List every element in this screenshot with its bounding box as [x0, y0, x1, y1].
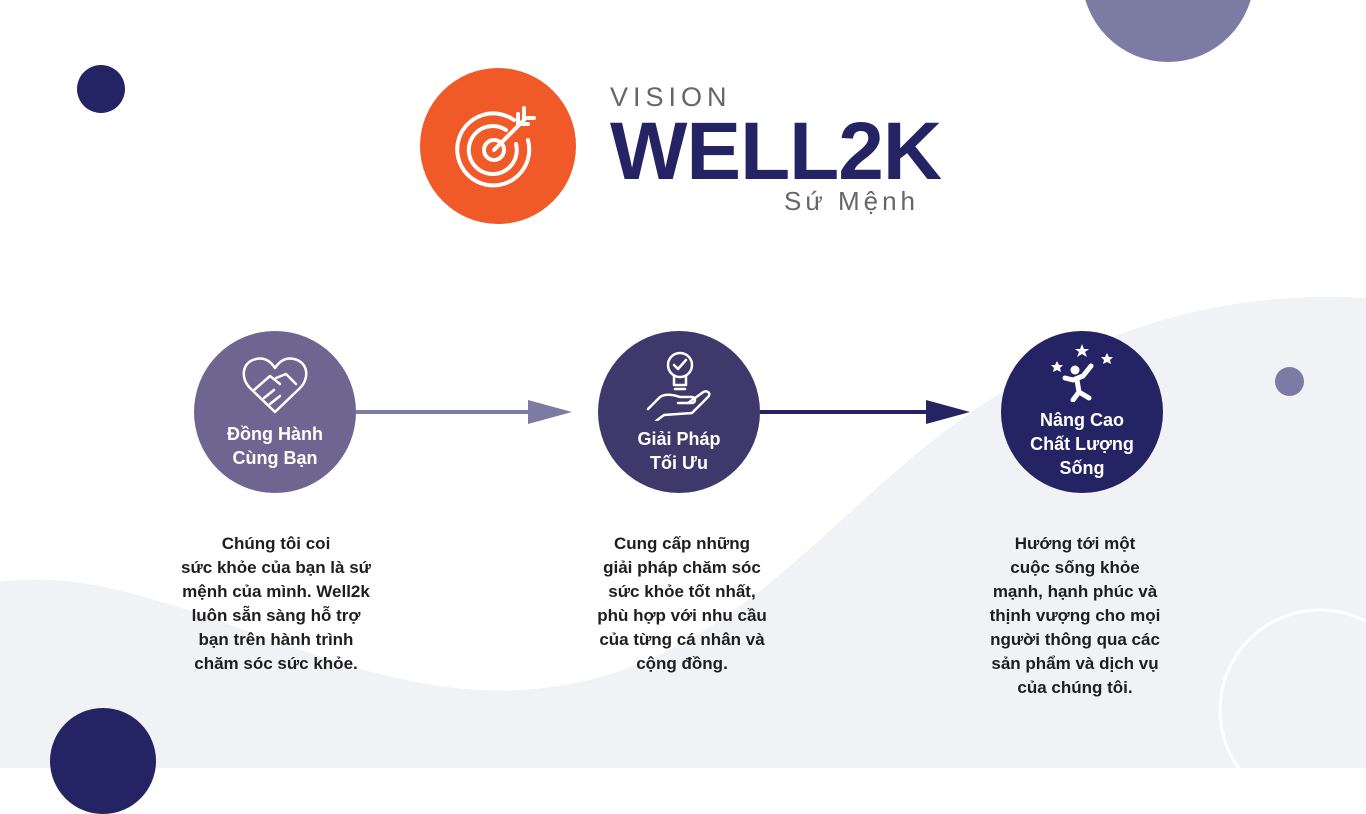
step-nang-cao: Nâng Cao Chất Lượng Sống [1001, 331, 1163, 493]
vision-label: VISION [610, 82, 732, 112]
person-stars-icon [1051, 344, 1113, 402]
step-description-3: Hướng tới một cuộc sống khỏe mạnh, hạnh … [989, 534, 1161, 697]
target-arrow-icon [455, 106, 536, 188]
handshake-heart-icon [242, 357, 308, 414]
mission-label: Sứ Mệnh [784, 186, 920, 216]
step-description-2: Cung cấp những giải pháp chăm sóc sức kh… [597, 534, 767, 673]
decor-circle-bottom-left [50, 708, 156, 814]
step-giai-phap: Giải Pháp Tối Ưu [598, 331, 760, 493]
decor-circle-top-left [77, 65, 125, 113]
step-label: Nâng Cao Chất Lượng Sống [1030, 410, 1134, 478]
decor-circle-right [1275, 367, 1304, 396]
step-label: Đồng Hành Cùng Bạn [227, 424, 323, 468]
step-description-1: Chúng tôi coi sức khỏe của bạn là sứ mện… [181, 534, 371, 673]
logo-circle [420, 68, 576, 224]
hand-lightbulb-icon [646, 351, 711, 421]
brand-name: WELL2K [610, 106, 942, 197]
step-dong-hanh: Đồng Hành Cùng Bạn [194, 331, 356, 493]
step-label: Giải Pháp Tối Ưu [637, 429, 721, 473]
